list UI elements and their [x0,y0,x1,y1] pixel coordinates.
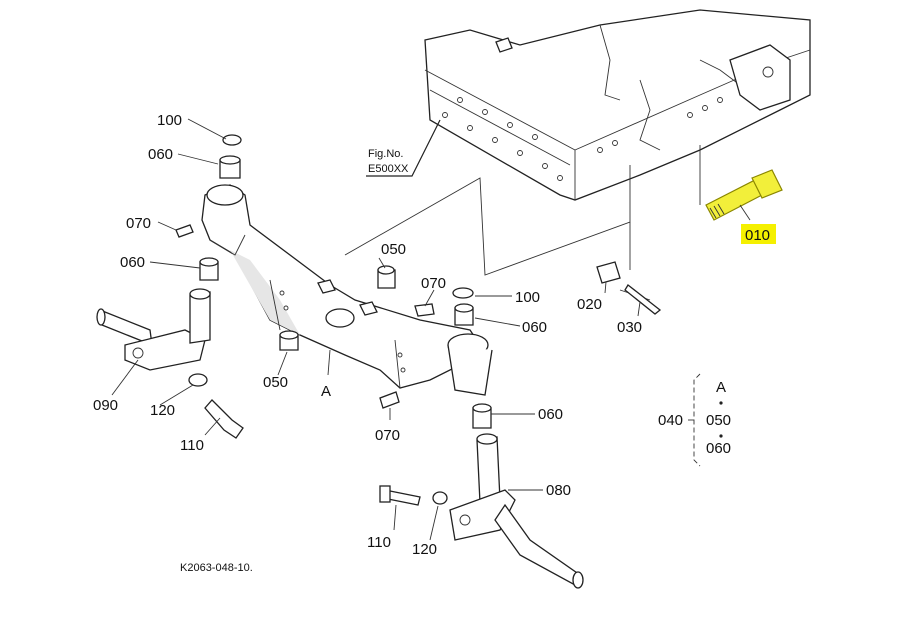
callout-080: 080 [546,482,571,499]
knuckle-left [96,288,211,371]
set-040-dot-1 [719,401,723,405]
callout-labels: 100 060 070 060 090 120 110 050 A 070 05… [93,112,776,558]
figure-ref-label: Fig.No. [368,148,403,160]
callout-050-center: 050 [381,241,406,258]
callout-070-left: 070 [126,215,151,232]
callout-120-left: 120 [150,402,175,419]
set-040-item-050: 050 [706,412,731,429]
callout-060-left: 060 [120,254,145,271]
leader-lines [111,118,751,541]
drawing-code: K2063-048-10. [180,562,253,574]
figure-reference: Fig.No. E500XX [366,119,441,177]
callout-a-mark: A [321,383,331,400]
figure-ref-code: E500XX [368,163,409,175]
callout-090: 090 [93,397,118,414]
callout-010-highlight [741,224,776,244]
callout-010: 010 [745,227,770,244]
set-040-item-a: A [716,379,726,396]
highlighted-bolt-010 [705,169,783,221]
set-040-item-060: 060 [706,440,731,457]
small-parts [175,134,662,506]
set-040-number: 040 [658,412,683,429]
callout-050-left: 050 [263,374,288,391]
set-group-040: 040 A 050 060 [658,373,731,467]
callout-120-bottom: 120 [412,541,437,558]
front-axle-housing [201,184,493,396]
knuckle-right [449,433,584,589]
set-040-dot-2 [719,434,723,438]
callout-020: 020 [577,296,602,313]
callout-110-left: 110 [180,437,204,454]
callout-100-center: 100 [515,289,540,306]
callout-030: 030 [617,319,642,336]
callout-070-bottom: 070 [375,427,400,444]
tractor-frame [424,9,811,201]
callout-070-center: 070 [421,275,446,292]
callout-060-center: 060 [522,319,547,336]
callout-110-bottom: 110 [367,534,391,551]
callout-060-lower: 060 [538,406,563,423]
callout-100-upper: 100 [157,112,182,129]
callout-060-upper: 060 [148,146,173,163]
